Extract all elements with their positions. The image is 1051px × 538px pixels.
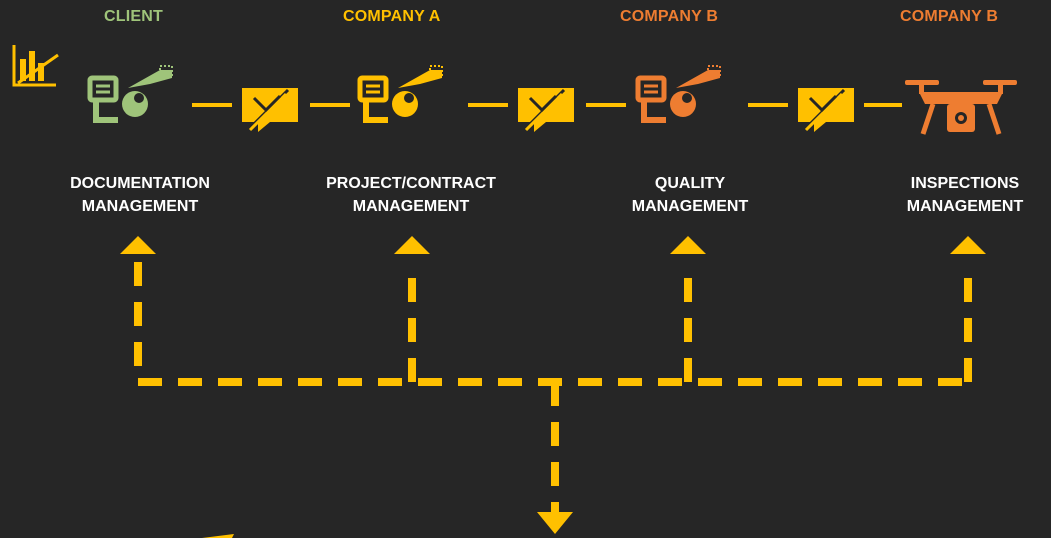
role-company-b-2: COMPANY B [900, 8, 999, 25]
up-arrow-icon [394, 236, 430, 254]
role-company-a: COMPANY A [343, 8, 441, 25]
module-title-inspections: INSPECTIONS MANAGEMENT [880, 172, 1050, 218]
module-title-line2: MANAGEMENT [631, 198, 749, 215]
up-arrow-icon [950, 236, 986, 254]
role-company-b: COMPANY B [620, 8, 719, 25]
up-arrow-icon [670, 236, 706, 254]
module-title-line1: INSPECTIONS [910, 175, 1020, 192]
document-viewer-icon [90, 66, 172, 120]
module-title-line1: PROJECT/CONTRACT [326, 175, 496, 192]
drone-icon [905, 80, 1017, 135]
arrowheads [120, 236, 986, 534]
module-title-documentation: DOCUMENTATION MANAGEMENT [30, 172, 250, 218]
approval-message-icon [516, 86, 576, 134]
module-title-project-contract: PROJECT/CONTRACT MANAGEMENT [298, 172, 524, 218]
role-client: CLIENT [104, 8, 163, 25]
up-arrow-icon [120, 236, 156, 254]
document-viewer-icon [638, 66, 720, 120]
dashed-flow [134, 262, 972, 512]
module-title-quality: QUALITY MANAGEMENT [590, 172, 790, 218]
module-title-line2: MANAGEMENT [352, 198, 470, 215]
module-title-line1: DOCUMENTATION [70, 175, 210, 192]
chart-analytics-icon [12, 45, 59, 87]
module-title-line2: MANAGEMENT [81, 198, 199, 215]
module-title-line2: MANAGEMENT [906, 198, 1024, 215]
approval-message-icon [240, 86, 300, 134]
module-title-line1: QUALITY [654, 175, 726, 192]
down-arrow-icon [537, 512, 573, 534]
partial-arrow-icon [202, 534, 234, 538]
approval-message-icon [796, 86, 856, 134]
document-viewer-icon [360, 66, 442, 120]
